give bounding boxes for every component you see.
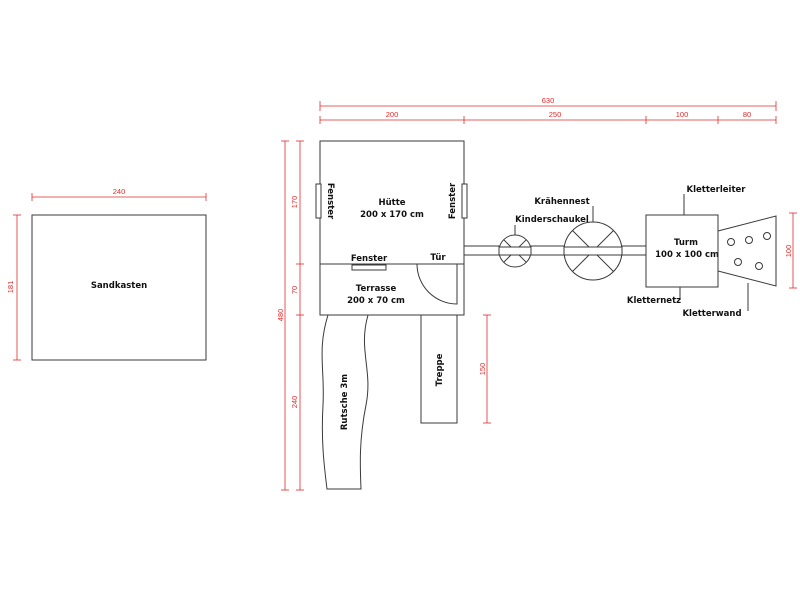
crows-nest: Krähennest bbox=[534, 197, 623, 281]
stairs-dim: 150 bbox=[478, 363, 487, 376]
bridge-beam bbox=[463, 245, 657, 256]
stairs: Treppe 150 bbox=[420, 314, 491, 424]
climbing-hold-5 bbox=[755, 262, 763, 270]
window-bottom-label: Fenster bbox=[351, 254, 388, 264]
tower-dim: 100 bbox=[784, 245, 793, 258]
tower-size: 100 x 100 cm bbox=[655, 250, 719, 260]
sandbox-outline bbox=[31, 214, 207, 361]
door-label: Tür bbox=[430, 253, 446, 263]
sandbox-label: Sandkasten bbox=[91, 281, 147, 291]
slide-outline bbox=[321, 314, 369, 490]
slide-height-dim: 240 bbox=[290, 396, 299, 409]
terrace-height-dim: 70 bbox=[290, 286, 299, 294]
stairs-outline bbox=[420, 314, 458, 424]
net-label: Kletternetz bbox=[627, 296, 681, 306]
tower-outline bbox=[645, 214, 719, 288]
seg-hut-dim: 200 bbox=[386, 110, 399, 119]
tower: Turm 100 x 100 cm Kletterleiter Klettern… bbox=[627, 185, 746, 306]
top-dimensions: 630 200 250 100 80 bbox=[319, 96, 777, 124]
left-dimensions: 480 170 70 240 bbox=[276, 140, 304, 491]
window-right bbox=[461, 183, 468, 219]
swing: Kinderschaukel bbox=[498, 215, 589, 268]
climbing-hold-1 bbox=[727, 238, 735, 246]
window-right-label: Fenster bbox=[448, 182, 458, 219]
hut: Fenster Fenster Fenster Tür Hütte 200 x … bbox=[315, 140, 468, 316]
door-swing bbox=[416, 263, 458, 305]
seg-tower-dim: 100 bbox=[676, 110, 689, 119]
hut-height-dim: 170 bbox=[290, 196, 299, 209]
sandbox-height-dim: 181 bbox=[6, 281, 15, 294]
total-height-dim: 480 bbox=[276, 309, 285, 322]
wall-label: Kletterwand bbox=[682, 309, 741, 319]
swing-seat bbox=[498, 246, 532, 256]
terrace-size: 200 x 70 cm bbox=[347, 296, 405, 306]
sandbox-width-dim: 240 bbox=[113, 187, 126, 196]
ladder-label: Kletterleiter bbox=[687, 185, 747, 195]
seg-wall-dim: 80 bbox=[743, 110, 751, 119]
climbing-wall: Kletterwand 100 bbox=[682, 212, 797, 319]
hut-outline bbox=[319, 140, 465, 316]
slide: Rutsche 3m bbox=[321, 314, 369, 490]
climbing-hold-3 bbox=[763, 232, 771, 240]
window-left-label: Fenster bbox=[325, 183, 335, 220]
terrace-title: Terrasse bbox=[356, 284, 397, 294]
tower-title: Turm bbox=[674, 238, 698, 248]
sandbox: Sandkasten 240 181 bbox=[6, 187, 207, 361]
swing-label: Kinderschaukel bbox=[515, 215, 589, 225]
stairs-label: Treppe bbox=[435, 353, 445, 386]
total-width-dim: 630 bbox=[542, 96, 555, 105]
slide-label: Rutsche 3m bbox=[340, 374, 350, 430]
climbing-hold-4 bbox=[734, 258, 742, 266]
window-left bbox=[315, 183, 322, 219]
climbing-wall-outline bbox=[717, 215, 777, 287]
climbing-hold-2 bbox=[745, 236, 753, 244]
crows-nest-beam bbox=[563, 246, 623, 256]
window-bottom bbox=[351, 264, 387, 271]
hut-title: Hütte bbox=[378, 198, 405, 208]
hut-size: 200 x 170 cm bbox=[360, 210, 424, 220]
crows-nest-label: Krähennest bbox=[534, 197, 589, 207]
seg-bridge-dim: 250 bbox=[549, 110, 562, 119]
